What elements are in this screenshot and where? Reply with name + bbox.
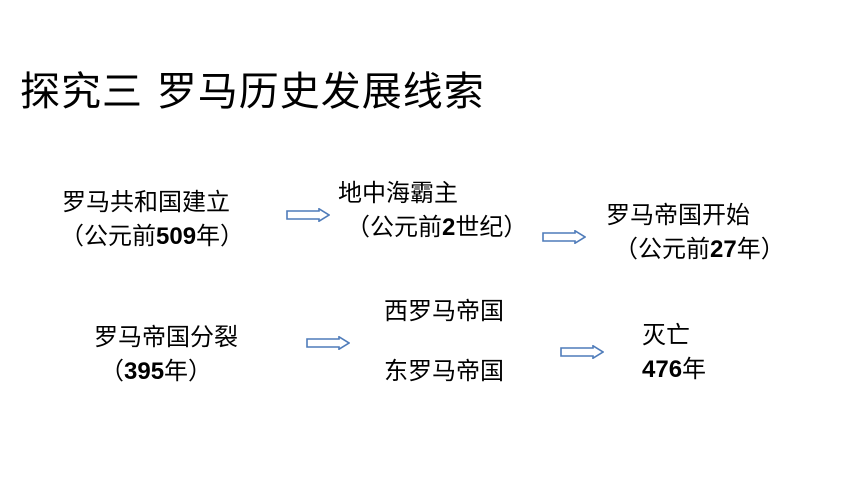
date-number: 27 bbox=[710, 236, 737, 263]
node-republic-founded: 罗马共和国建立 （公元前509年） bbox=[60, 185, 244, 254]
node-western-empire: 西罗马帝国 bbox=[384, 294, 504, 328]
date-suffix: 年） bbox=[164, 357, 213, 385]
double-arrow-right-icon bbox=[560, 345, 604, 359]
node-empire-split: 罗马帝国分裂 （395年） bbox=[94, 320, 238, 389]
date-suffix: 年） bbox=[736, 235, 785, 263]
date-prefix: （公元前 bbox=[614, 235, 710, 263]
node-empire-begins-label: 罗马帝国开始 bbox=[606, 201, 750, 229]
node-mediterranean-hegemony: 地中海霸主 （公元前2世纪） bbox=[338, 176, 527, 245]
node-eastern-empire: 东罗马帝国 bbox=[384, 354, 504, 388]
node-hegemony-label: 地中海霸主 bbox=[338, 179, 458, 207]
node-east-label: 东罗马帝国 bbox=[384, 357, 504, 385]
date-number: 509 bbox=[156, 223, 197, 250]
date-prefix: （公元前 bbox=[60, 222, 156, 250]
double-arrow-right-icon bbox=[286, 208, 330, 222]
date-number: 395 bbox=[124, 358, 165, 385]
node-fall-date: 476年 bbox=[642, 352, 706, 387]
node-empire-begins: 罗马帝国开始 （公元前27年） bbox=[606, 198, 785, 267]
node-fall: 灭亡 476年 bbox=[642, 318, 706, 387]
double-arrow-right-icon bbox=[306, 336, 350, 350]
date-number: 2 bbox=[442, 214, 456, 241]
date-suffix: 年） bbox=[196, 222, 245, 250]
date-prefix: （公元前 bbox=[346, 213, 442, 241]
node-fall-label: 灭亡 bbox=[642, 321, 690, 349]
node-empire-begins-date: （公元前27年） bbox=[614, 232, 785, 267]
date-suffix: 年 bbox=[682, 355, 707, 383]
node-west-label: 西罗马帝国 bbox=[384, 297, 504, 325]
node-republic-date: （公元前509年） bbox=[60, 219, 244, 254]
double-arrow-right-icon bbox=[542, 230, 586, 244]
node-hegemony-date: （公元前2世纪） bbox=[346, 210, 527, 245]
node-republic-label: 罗马共和国建立 bbox=[62, 188, 230, 216]
slide-title: 探究三 罗马历史发展线索 bbox=[20, 69, 485, 115]
node-split-label: 罗马帝国分裂 bbox=[94, 323, 238, 351]
date-number: 476 bbox=[642, 356, 683, 383]
date-prefix: （ bbox=[100, 357, 124, 385]
node-split-date: （395年） bbox=[100, 354, 238, 389]
date-suffix: 世纪） bbox=[455, 213, 528, 241]
